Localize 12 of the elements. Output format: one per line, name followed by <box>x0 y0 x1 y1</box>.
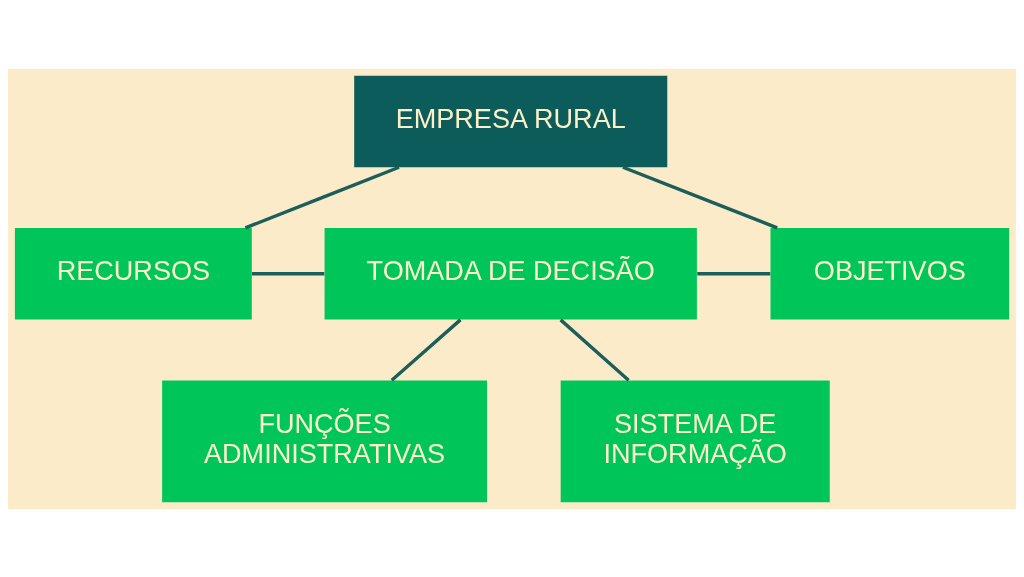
node-box: EMPRESA RURAL <box>354 75 668 167</box>
connector <box>390 318 462 382</box>
node-box: SISTEMA DE INFORMAÇÃO <box>560 379 830 502</box>
connector <box>252 271 325 275</box>
connector <box>622 165 778 229</box>
connector <box>697 271 771 275</box>
node-box: FUNÇÕES ADMINISTRATIVAS <box>162 379 488 502</box>
connector <box>244 165 400 229</box>
node-box: RECURSOS <box>14 227 252 319</box>
node-box: OBJETIVOS <box>770 227 1010 319</box>
connector <box>559 318 630 382</box>
node-box: TOMADA DE DECISÃO <box>324 227 697 319</box>
